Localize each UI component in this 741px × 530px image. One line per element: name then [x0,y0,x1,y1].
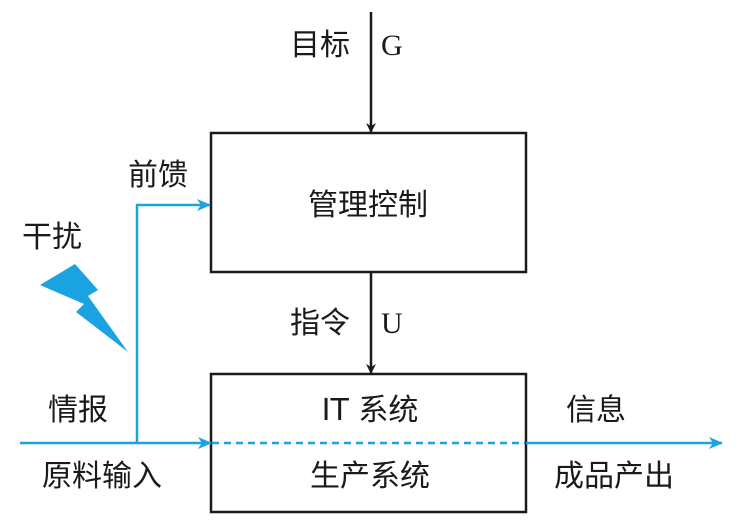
management-control-label: 管理控制 [308,188,428,223]
feedforward-label: 前馈 [128,158,188,193]
product-output-label: 成品产出 [554,459,674,494]
feedforward-arrow [135,199,211,443]
goal-symbol: G [381,29,403,62]
lightning-bolt-icon [40,264,128,352]
disturbance-label: 干扰 [22,220,82,255]
production-system-label: 生产系统 [310,459,430,494]
command-symbol: U [381,307,403,340]
it-system-label: IT 系统 [322,393,419,428]
command-label: 指令 [290,306,350,341]
info-label: 信息 [566,393,626,428]
intel-label: 情报 [48,393,108,428]
raw-input-label: 原料输入 [42,459,162,494]
goal-label: 目标 [290,28,350,63]
management-control-box [209,131,528,274]
